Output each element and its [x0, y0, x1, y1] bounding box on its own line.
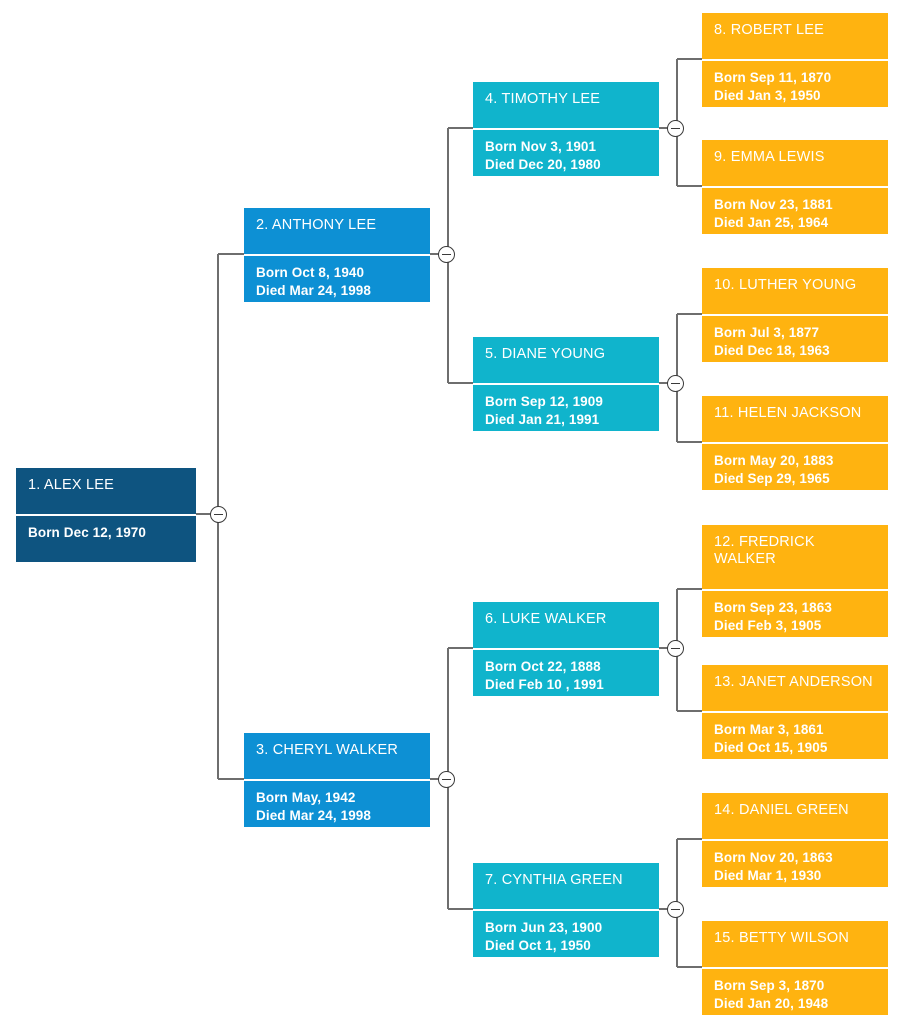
minus-bar-icon-2	[442, 253, 451, 256]
card-divider-2	[244, 254, 430, 256]
card-divider-13	[702, 711, 888, 713]
collapse-minus-icon-5[interactable]	[667, 375, 684, 392]
person-name-4: 4. TIMOTHY LEE	[485, 91, 601, 107]
card-divider-15	[702, 967, 888, 969]
person-card-13[interactable]: 13. JANET ANDERSON Born Mar 3, 1861 Died …	[702, 665, 888, 759]
person-card-14[interactable]: 14. DANIEL GREEN Born Nov 20, 1863 Died M…	[702, 793, 888, 887]
person-card-1[interactable]: 1. ALEX LEE Born Dec 12, 1970	[16, 468, 196, 562]
person-dates-4: Born Nov 3, 1901 Died Dec 20, 1980	[485, 139, 601, 172]
person-name-14: 14. DANIEL GREEN	[714, 802, 849, 818]
card-divider-12	[702, 589, 888, 591]
collapse-minus-icon-2[interactable]	[438, 246, 455, 263]
person-dates-8: Born Sep 11, 1870 Died Jan 3, 1950	[714, 70, 832, 103]
person-name-6: 6. LUKE WALKER	[485, 611, 607, 627]
collapse-minus-icon-7[interactable]	[667, 901, 684, 918]
collapse-minus-icon-1[interactable]	[210, 506, 227, 523]
person-card-8[interactable]: 8. ROBERT LEE Born Sep 11, 1870 Died Jan …	[702, 13, 888, 107]
person-name-5: 5. DIANE YOUNG	[485, 346, 606, 362]
person-dates-13: Born Mar 3, 1861 Died Oct 15, 1905	[714, 722, 828, 755]
person-name-2: 2. ANTHONY LEE	[256, 217, 377, 233]
minus-bar-icon-1	[214, 513, 223, 516]
person-dates-15: Born Sep 3, 1870 Died Jan 20, 1948	[714, 978, 829, 1011]
person-card-3[interactable]: 3. CHERYL WALKER Born May, 1942 Died Mar …	[244, 733, 430, 827]
minus-bar-icon-5	[671, 382, 680, 385]
card-divider-7	[473, 909, 659, 911]
person-card-9[interactable]: 9. EMMA LEWIS Born Nov 23, 1881 Died Jan …	[702, 140, 888, 234]
person-name-3: 3. CHERYL WALKER	[256, 742, 399, 758]
person-card-12[interactable]: 12. FREDRICK WALKER Born Sep 23, 1863 Die…	[702, 525, 888, 637]
person-card-4[interactable]: 4. TIMOTHY LEE Born Nov 3, 1901 Died Dec …	[473, 82, 659, 176]
person-dates-6: Born Oct 22, 1888 Died Feb 10 , 1991	[485, 659, 604, 692]
person-name-1: 1. ALEX LEE	[28, 477, 115, 493]
person-name-10: 10. LUTHER YOUNG	[714, 277, 857, 293]
person-name-13: 13. JANET ANDERSON	[714, 674, 873, 690]
card-divider-8	[702, 59, 888, 61]
person-card-15[interactable]: 15. BETTY WILSON Born Sep 3, 1870 Died Ja…	[702, 921, 888, 1015]
card-divider-14	[702, 839, 888, 841]
person-dates-11: Born May 20, 1883 Died Sep 29, 1965	[714, 453, 834, 486]
person-name-11: 11. HELEN JACKSON	[714, 405, 862, 421]
minus-bar-icon-7	[671, 908, 680, 911]
card-divider-4	[473, 128, 659, 130]
person-name-7: 7. CYNTHIA GREEN	[485, 872, 623, 888]
person-dates-7: Born Jun 23, 1900 Died Oct 1, 1950	[485, 920, 603, 953]
collapse-minus-icon-4[interactable]	[667, 120, 684, 137]
collapse-minus-icon-6[interactable]	[667, 640, 684, 657]
person-name-15: 15. BETTY WILSON	[714, 930, 850, 946]
person-card-5[interactable]: 5. DIANE YOUNG Born Sep 12, 1909 Died Jan…	[473, 337, 659, 431]
person-card-7[interactable]: 7. CYNTHIA GREEN Born Jun 23, 1900 Died O…	[473, 863, 659, 957]
person-dates-1: Born Dec 12, 1970	[28, 525, 147, 540]
minus-bar-icon-4	[671, 127, 680, 130]
person-dates-5: Born Sep 12, 1909 Died Jan 21, 1991	[485, 394, 604, 427]
person-card-6[interactable]: 6. LUKE WALKER Born Oct 22, 1888 Died Feb…	[473, 602, 659, 696]
person-dates-2: Born Oct 8, 1940 Died Mar 24, 1998	[256, 265, 372, 298]
person-dates-3: Born May, 1942 Died Mar 24, 1998	[256, 790, 372, 823]
person-card-11[interactable]: 11. HELEN JACKSON Born May 20, 1883 Died …	[702, 396, 888, 490]
person-name-12: 12. FREDRICK WALKER	[714, 534, 815, 567]
card-divider-5	[473, 383, 659, 385]
card-divider-9	[702, 186, 888, 188]
person-card-10[interactable]: 10. LUTHER YOUNG Born Jul 3, 1877 Died De…	[702, 268, 888, 362]
card-divider-3	[244, 779, 430, 781]
minus-bar-icon-3	[442, 778, 451, 781]
collapse-minus-icon-3[interactable]	[438, 771, 455, 788]
card-divider-11	[702, 442, 888, 444]
person-dates-12: Born Sep 23, 1863 Died Feb 3, 1905	[714, 600, 833, 633]
person-dates-14: Born Nov 20, 1863 Died Mar 1, 1930	[714, 850, 833, 883]
card-divider-1	[16, 514, 196, 516]
person-dates-9: Born Nov 23, 1881 Died Jan 25, 1964	[714, 197, 833, 230]
minus-bar-icon-6	[671, 647, 680, 650]
person-name-9: 9. EMMA LEWIS	[714, 149, 825, 165]
person-card-2[interactable]: 2. ANTHONY LEE Born Oct 8, 1940 Died Mar …	[244, 208, 430, 302]
person-dates-10: Born Jul 3, 1877 Died Dec 18, 1963	[714, 325, 830, 358]
card-divider-6	[473, 648, 659, 650]
card-divider-10	[702, 314, 888, 316]
person-name-8: 8. ROBERT LEE	[714, 22, 825, 38]
